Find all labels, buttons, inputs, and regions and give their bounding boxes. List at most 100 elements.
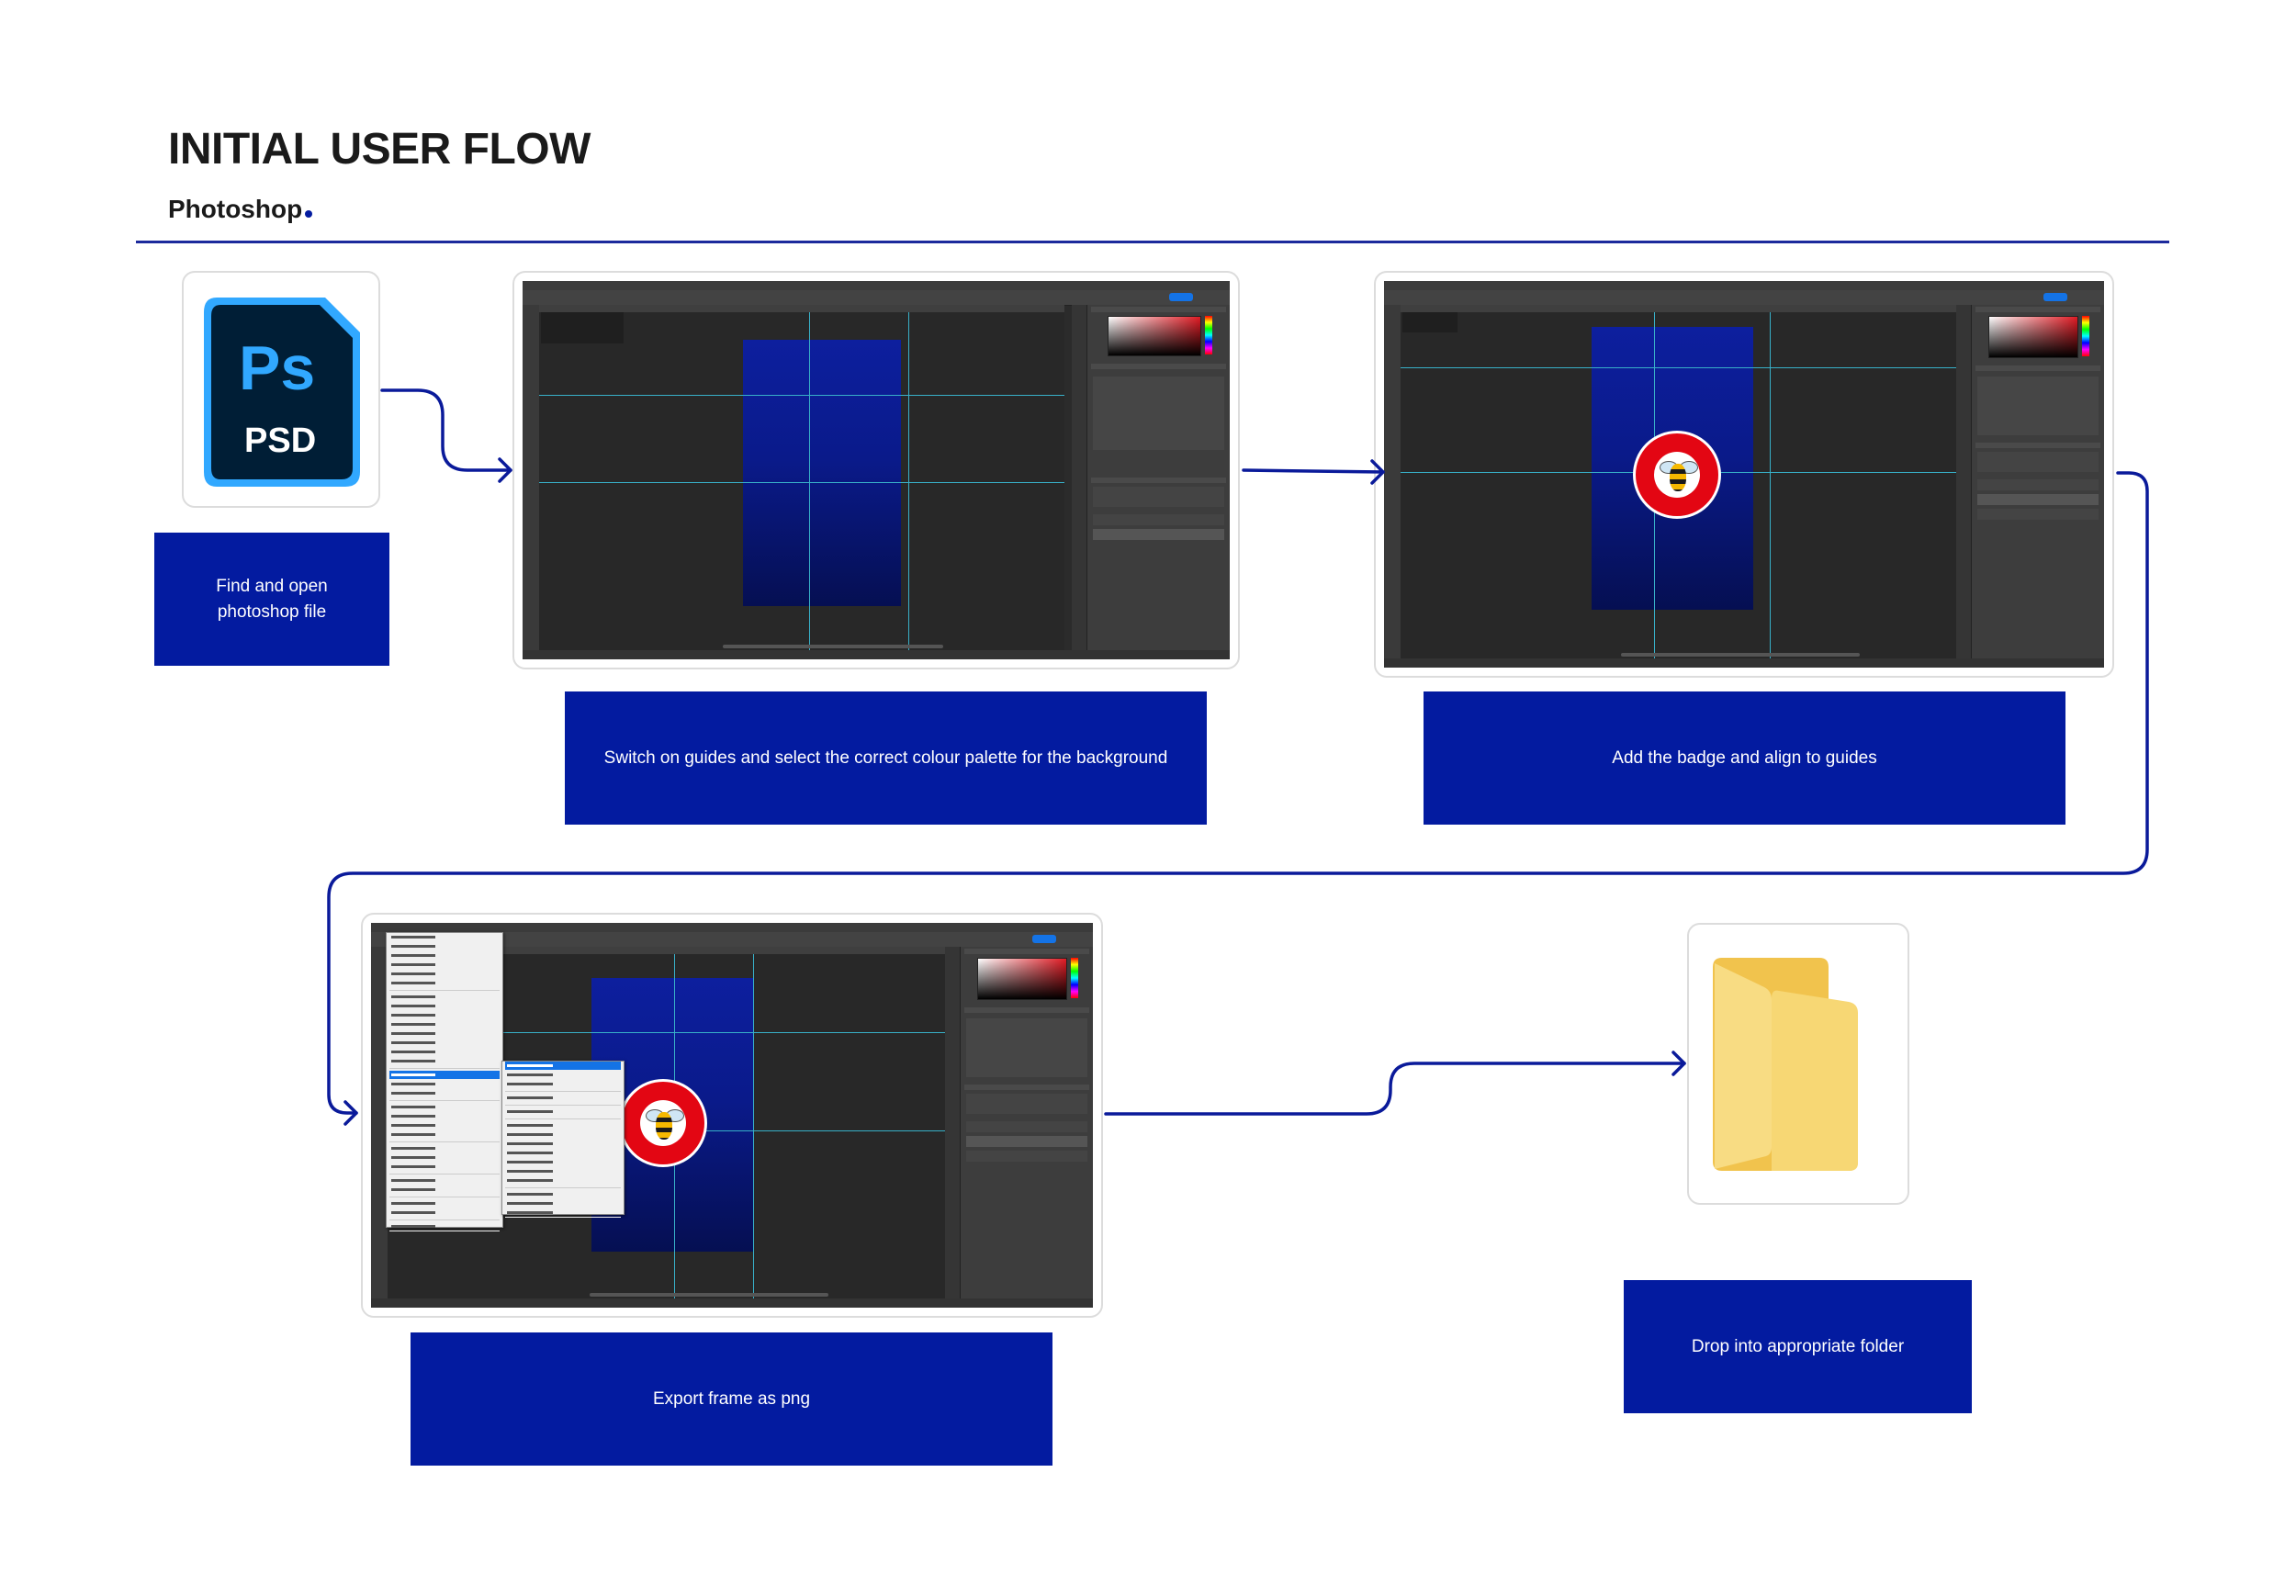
right-panels <box>1086 305 1230 650</box>
guide-vertical <box>908 312 909 650</box>
header-divider <box>136 241 2169 243</box>
share-button[interactable] <box>1032 935 1056 943</box>
photoshop-psd-icon: Ps PSD <box>204 298 360 487</box>
panel-icons <box>1072 305 1086 650</box>
properties-panel-header <box>1975 365 2100 371</box>
connector-4-5 <box>1104 1062 1686 1116</box>
arrowhead <box>1671 1051 1686 1076</box>
layer-row[interactable] <box>1977 509 2099 520</box>
guide-horizontal <box>388 1032 946 1033</box>
layer-row[interactable] <box>966 1136 1087 1147</box>
color-panel-header <box>964 949 1089 954</box>
scrollbar[interactable] <box>1621 653 1860 657</box>
step-3-label: Add the badge and align to guides <box>1424 691 2065 825</box>
share-button[interactable] <box>2043 293 2067 301</box>
layers-toolbar <box>966 1094 1087 1114</box>
layer-row[interactable] <box>966 1151 1087 1162</box>
properties-panel-header <box>964 1007 1089 1013</box>
step-1-label: Find and open photoshop file <box>154 533 389 666</box>
photoshop-window <box>1384 281 2104 668</box>
status-bar <box>1384 658 2104 668</box>
layers-toolbar <box>1977 452 2099 472</box>
tools-panel <box>1384 305 1401 668</box>
properties-panel-header <box>1091 364 1226 369</box>
properties-area <box>1093 377 1224 450</box>
menu-bar <box>1384 281 2104 290</box>
connector-2-3 <box>1242 468 1385 474</box>
properties-area <box>966 1018 1087 1077</box>
arrowhead <box>343 1100 358 1126</box>
export-menu-item[interactable] <box>389 1071 500 1080</box>
color-picker[interactable] <box>977 958 1067 1000</box>
color-panel-header <box>1975 307 2100 312</box>
status-bar <box>523 650 1230 659</box>
layer-row[interactable] <box>1977 479 2099 490</box>
guide-vertical <box>809 312 810 650</box>
export-submenu[interactable] <box>501 1061 625 1218</box>
photoshop-window <box>523 281 1230 659</box>
ruler <box>1401 305 1957 312</box>
canvas-area <box>539 312 1064 650</box>
document-tab <box>541 312 624 343</box>
panel-icons <box>1956 305 1971 658</box>
panel-icons <box>945 947 960 1298</box>
step-2-label: Switch on guides and select the correct … <box>565 691 1207 825</box>
layer-row[interactable] <box>1093 514 1224 525</box>
tools-panel <box>371 947 388 1308</box>
menu-bar <box>523 281 1230 290</box>
document-tab <box>1402 312 1458 332</box>
layer-row[interactable] <box>1093 529 1224 540</box>
tools-panel <box>523 305 539 659</box>
color-picker[interactable] <box>1988 316 2078 358</box>
right-panels <box>1971 305 2104 658</box>
layers-panel-header <box>1975 443 2100 448</box>
step-5-label: Drop into appropriate folder <box>1624 1280 1972 1413</box>
hue-slider[interactable] <box>2082 316 2089 356</box>
psd-file-card[interactable]: Ps PSD <box>182 271 380 508</box>
connector-3-4 <box>327 471 2149 1115</box>
step-4-label: Export frame as png <box>411 1332 1052 1466</box>
screenshot-export-png <box>361 913 1103 1318</box>
layer-row[interactable] <box>966 1121 1087 1132</box>
svg-text:Ps: Ps <box>239 333 315 403</box>
guide-horizontal <box>539 482 1064 483</box>
scrollbar[interactable] <box>590 1293 828 1297</box>
subtitle-dot <box>305 210 313 218</box>
screenshot-guides-background <box>512 271 1240 669</box>
arrowhead <box>1370 459 1385 485</box>
guide-vertical <box>1770 312 1771 658</box>
hue-slider[interactable] <box>1205 316 1212 354</box>
subtitle-text: Photoshop <box>168 195 303 223</box>
quick-export-png-item[interactable] <box>505 1062 621 1071</box>
canvas-area <box>1401 312 1957 658</box>
ruler <box>388 947 946 954</box>
properties-area <box>1977 377 2099 435</box>
layer-row[interactable] <box>1977 494 2099 505</box>
brentford-badge <box>1633 431 1721 519</box>
right-panels <box>960 947 1093 1298</box>
file-menu[interactable] <box>386 932 503 1231</box>
screenshot-add-badge <box>1374 271 2114 678</box>
photoshop-window <box>371 923 1093 1308</box>
page-subtitle: Photoshop <box>168 195 313 224</box>
scrollbar[interactable] <box>723 645 943 648</box>
document-canvas <box>743 340 901 606</box>
ruler <box>539 305 1064 312</box>
color-panel-header <box>1091 307 1226 312</box>
menu-bar <box>371 923 1093 932</box>
page-title: INITIAL USER FLOW <box>168 125 591 174</box>
color-picker[interactable] <box>1108 316 1201 356</box>
folder-icon <box>1713 958 1858 1171</box>
share-button[interactable] <box>1169 293 1193 301</box>
layers-panel-header <box>1091 478 1226 483</box>
svg-text:PSD: PSD <box>244 421 316 460</box>
arrowhead <box>498 457 512 483</box>
folder-card[interactable] <box>1687 923 1909 1205</box>
hue-slider[interactable] <box>1071 958 1078 998</box>
layers-panel-header <box>964 1085 1089 1090</box>
guide-horizontal <box>539 395 1064 396</box>
guide-vertical <box>753 954 754 1298</box>
status-bar <box>371 1298 1093 1308</box>
layers-toolbar <box>1093 487 1224 507</box>
